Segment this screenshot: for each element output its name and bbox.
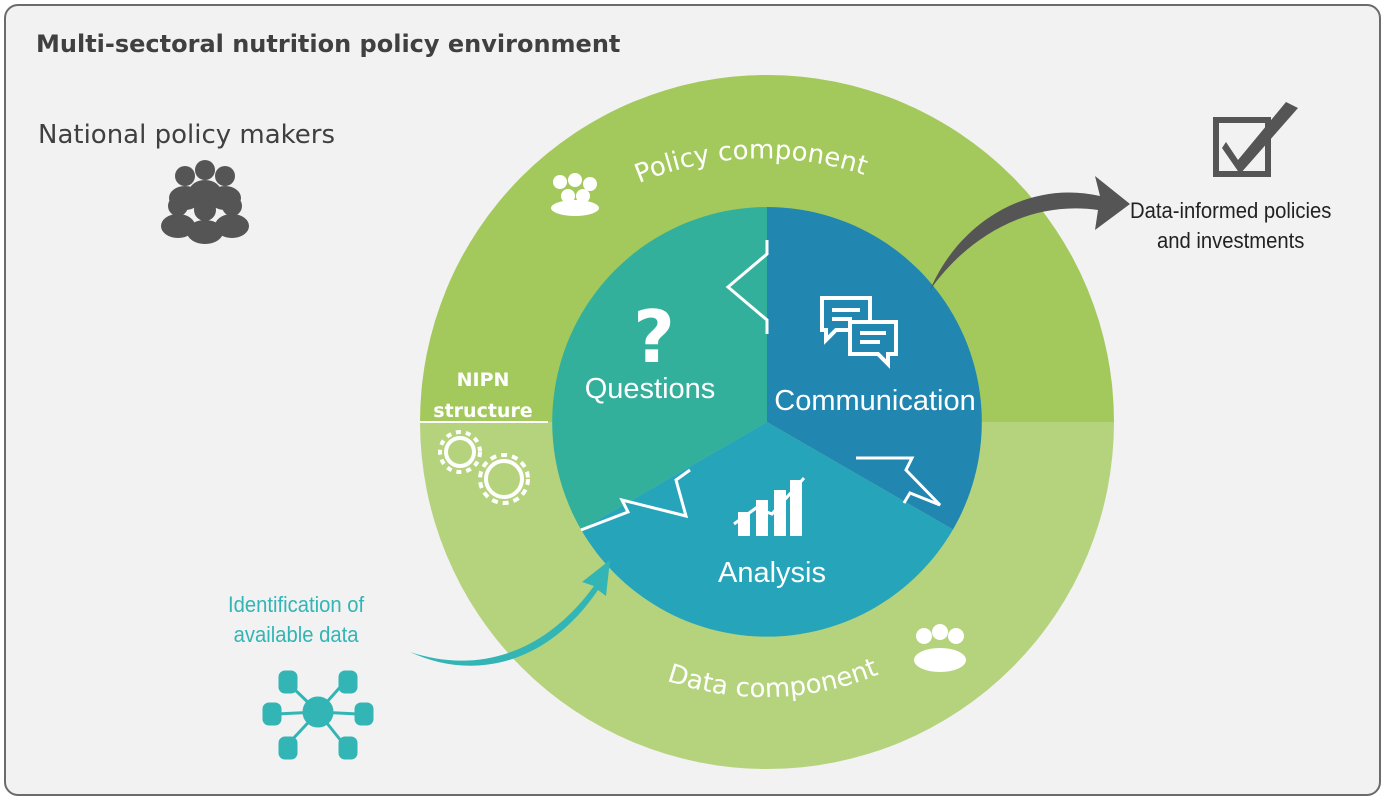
- cycle-arrow-to-analysis: [580, 468, 691, 532]
- database-network-icon: [262, 670, 374, 760]
- communication-label: Communication: [774, 385, 975, 417]
- questions-sector: [552, 207, 767, 530]
- cycle-arrow-to-communication: [856, 456, 942, 507]
- question-mark-icon: ?: [633, 295, 675, 379]
- diagram-title: Multi-sectoral nutrition policy environm…: [36, 30, 621, 58]
- people-icon-data: [914, 624, 966, 672]
- checkbox-check-icon: [1213, 102, 1298, 177]
- gears-icon: [438, 430, 530, 505]
- people-group-icon: [161, 160, 249, 244]
- analysis-label: Analysis: [718, 557, 826, 589]
- nipn-label: NIPN: [457, 369, 510, 391]
- output-arrow: [930, 176, 1130, 290]
- policy-makers-label: National policy makers: [38, 120, 336, 150]
- chat-bubbles-icon: [820, 296, 898, 369]
- bar-chart-icon: [733, 477, 806, 536]
- structure-label: structure: [433, 400, 532, 422]
- identification-of-data-label: Identification of available data: [228, 592, 365, 647]
- questions-label: Questions: [585, 373, 716, 405]
- communication-sector: [767, 207, 982, 530]
- data-informed-policies-label: Data-informed policies and investments: [1130, 198, 1332, 253]
- people-icon-policy: [551, 173, 599, 216]
- cycle-arrow-to-questions: [725, 240, 769, 334]
